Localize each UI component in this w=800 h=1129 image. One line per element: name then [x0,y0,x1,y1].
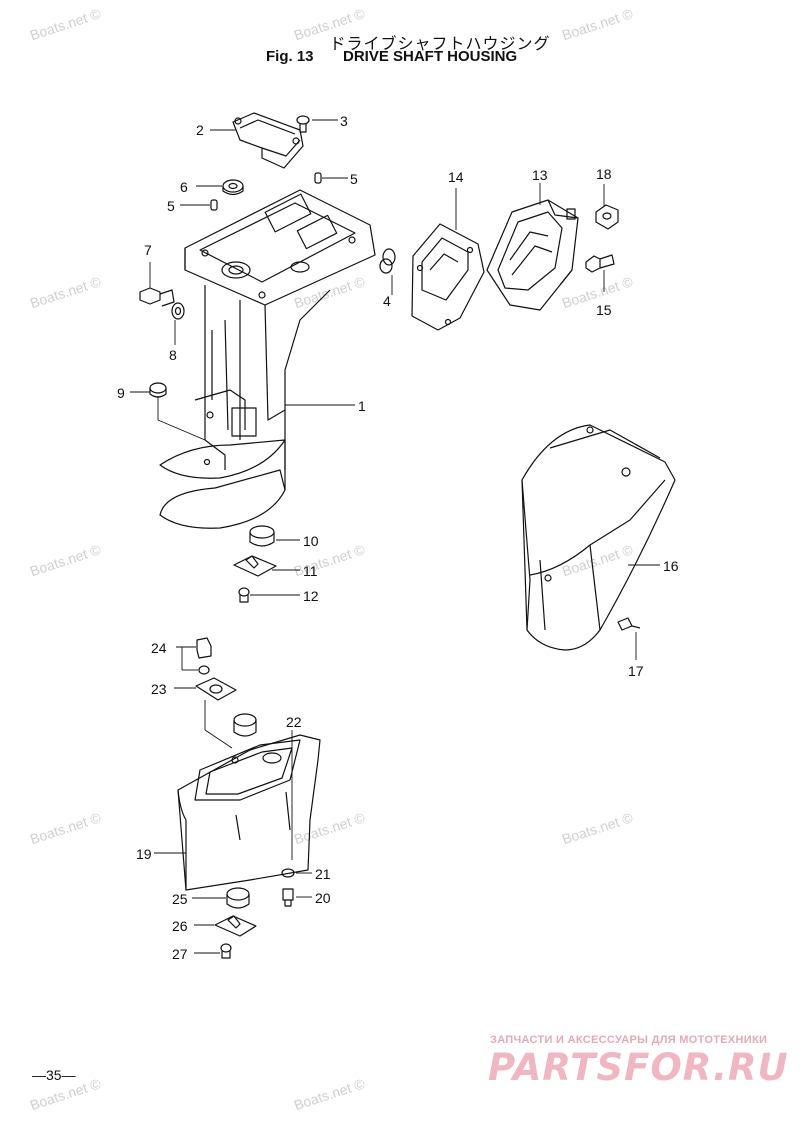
part-plug [149,382,167,398]
part-apron [521,424,676,651]
title-japanese: ドライブシャフトハウジング [329,34,551,53]
callout-14: 14 [448,169,464,185]
part-collar [210,172,322,211]
callout-18: 18 [596,166,612,182]
part-drive-shaft-housing [159,189,376,529]
part-washer-lower [281,868,295,878]
callout-3: 3 [340,113,348,129]
part-grommet-lower [233,713,257,737]
part-extension-housing [177,734,321,891]
part-screw [296,115,310,133]
part-grommet-small [379,248,396,274]
callout-10: 10 [303,533,319,549]
part-nut [595,204,619,230]
callout-15: 15 [596,302,612,318]
callout-24: 24 [151,640,167,656]
callout-6: 6 [180,179,188,195]
brand-logo: PARTSFOR.RU [488,1046,789,1089]
part-gasket [411,223,485,331]
part-mount-bracket [233,555,277,577]
callout-7: 7 [144,242,152,258]
part-bolt-mount [238,587,250,603]
callout-25: 25 [172,891,188,907]
part-mount-rubber-lower [226,887,250,909]
callout-12: 12 [303,588,319,604]
callout-2: 2 [196,122,204,138]
callout-13: 13 [532,167,548,183]
part-gasket-small [195,677,237,701]
part-screw-apron [617,617,641,631]
callout-5: 5 [350,171,358,187]
callout-21: 21 [315,866,331,882]
part-stud [585,254,615,273]
callout-22: 22 [286,714,302,730]
callout-19: 19 [136,846,152,862]
leader-lines [130,119,660,954]
callout-17: 17 [628,663,644,679]
callout-9: 9 [117,385,125,401]
part-bolt-upper [196,637,212,675]
part-mount-bracket-lower [214,915,257,937]
callout-5b: 5 [167,198,175,214]
brand-tagline: ЗАПЧАСТИ И АКСЕССУАРЫ ДЛЯ МОТОТЕХНИКИ [490,1034,768,1046]
part-exhaust-guide [486,199,579,311]
callout-27: 27 [172,946,188,962]
callout-16: 16 [663,558,679,574]
figure-title: DRIVE SHAFT HOUSING [343,48,518,65]
part-bolt [139,287,175,307]
part-bolt-lower [282,888,294,907]
callout-26: 26 [172,918,188,934]
part-grommet [222,179,244,196]
callout-8: 8 [169,347,177,363]
part-bolt-bottom [220,943,232,959]
part-bracket [232,112,304,169]
callout-1: 1 [358,398,366,414]
callout-11: 11 [303,563,318,579]
part-mount-rubber [249,525,275,547]
callout-4: 4 [383,293,391,309]
callout-20: 20 [315,890,331,906]
callout-23: 23 [151,681,167,697]
page-number: —35— [32,1067,76,1083]
part-washer [171,302,185,320]
figure-label: Fig. 13 [266,48,314,65]
